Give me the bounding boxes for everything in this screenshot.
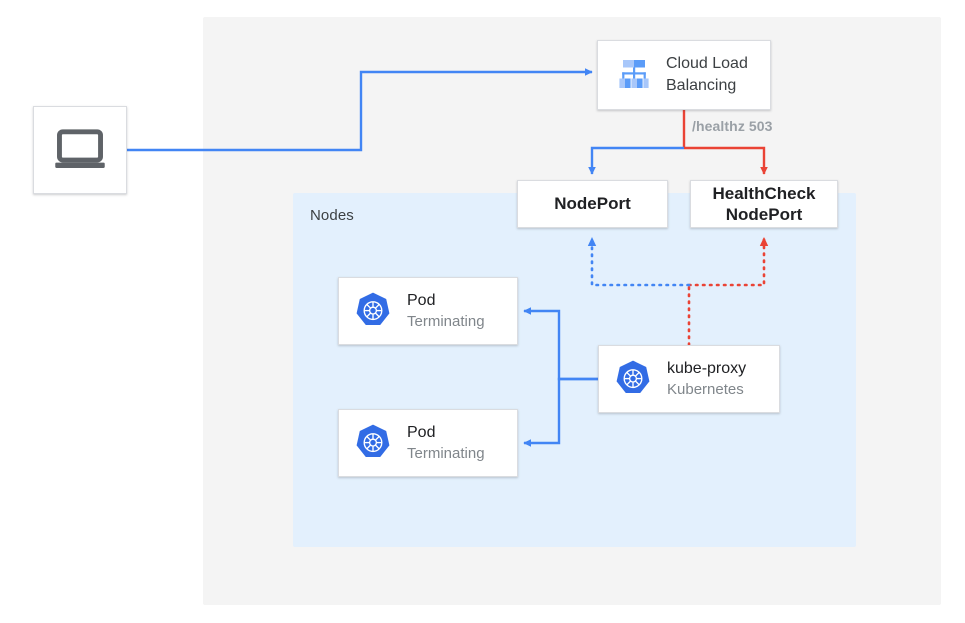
nodeport-node[interactable]: NodePort	[517, 180, 668, 228]
healthcheck-line-1: HealthCheck	[712, 183, 816, 203]
pod-text-2: Pod Terminating	[407, 422, 485, 464]
healthz-label: /healthz 503	[692, 118, 773, 134]
nodes-region-label: Nodes	[310, 207, 354, 224]
client-laptop-node[interactable]	[33, 106, 127, 194]
pod-title-2: Pod	[407, 424, 436, 442]
pod-node-2[interactable]: Pod Terminating	[338, 409, 518, 477]
healthcheck-nodeport-node[interactable]: HealthCheck NodePort	[690, 180, 838, 228]
edge-clb-to-nodeport	[588, 146, 684, 175]
load-balancer-icon	[608, 55, 666, 95]
healthcheck-line-2: NodePort	[725, 205, 803, 224]
pod-title-1: Pod	[407, 292, 436, 310]
edge-kubeproxy-to-healthcheck	[687, 236, 769, 287]
pod-status-1: Terminating	[407, 312, 485, 330]
kubernetes-icon	[613, 359, 667, 399]
pod-node-1[interactable]: Pod Terminating	[338, 277, 518, 345]
pod-text-1: Pod Terminating	[407, 290, 485, 332]
kubernetes-icon	[353, 423, 407, 463]
kube-proxy-subtitle: Kubernetes	[667, 380, 744, 398]
kubernetes-icon	[353, 291, 407, 331]
edge-clb-to-healthcheck	[684, 146, 768, 175]
edge-kubeproxy-to-nodeport	[587, 236, 691, 287]
kube-proxy-node[interactable]: kube-proxy Kubernetes	[598, 345, 780, 413]
laptop-icon	[52, 122, 108, 178]
cloud-load-balancing-node[interactable]: Cloud Load Balancing	[597, 40, 771, 110]
healthcheck-nodeport-label: HealthCheck NodePort	[713, 183, 816, 226]
kube-proxy-title: kube-proxy	[667, 360, 747, 378]
edge-client-to-clb	[127, 68, 593, 152]
edge-kubeproxy-to-pod1	[523, 307, 598, 381]
pod-status-2: Terminating	[407, 444, 485, 462]
clb-text: Cloud Load Balancing	[666, 53, 770, 96]
kube-proxy-text: kube-proxy Kubernetes	[667, 358, 746, 400]
nodeport-label: NodePort	[554, 194, 631, 214]
clb-title: Cloud Load Balancing	[666, 55, 748, 94]
edge-kubeproxy-to-pod2	[523, 377, 598, 447]
